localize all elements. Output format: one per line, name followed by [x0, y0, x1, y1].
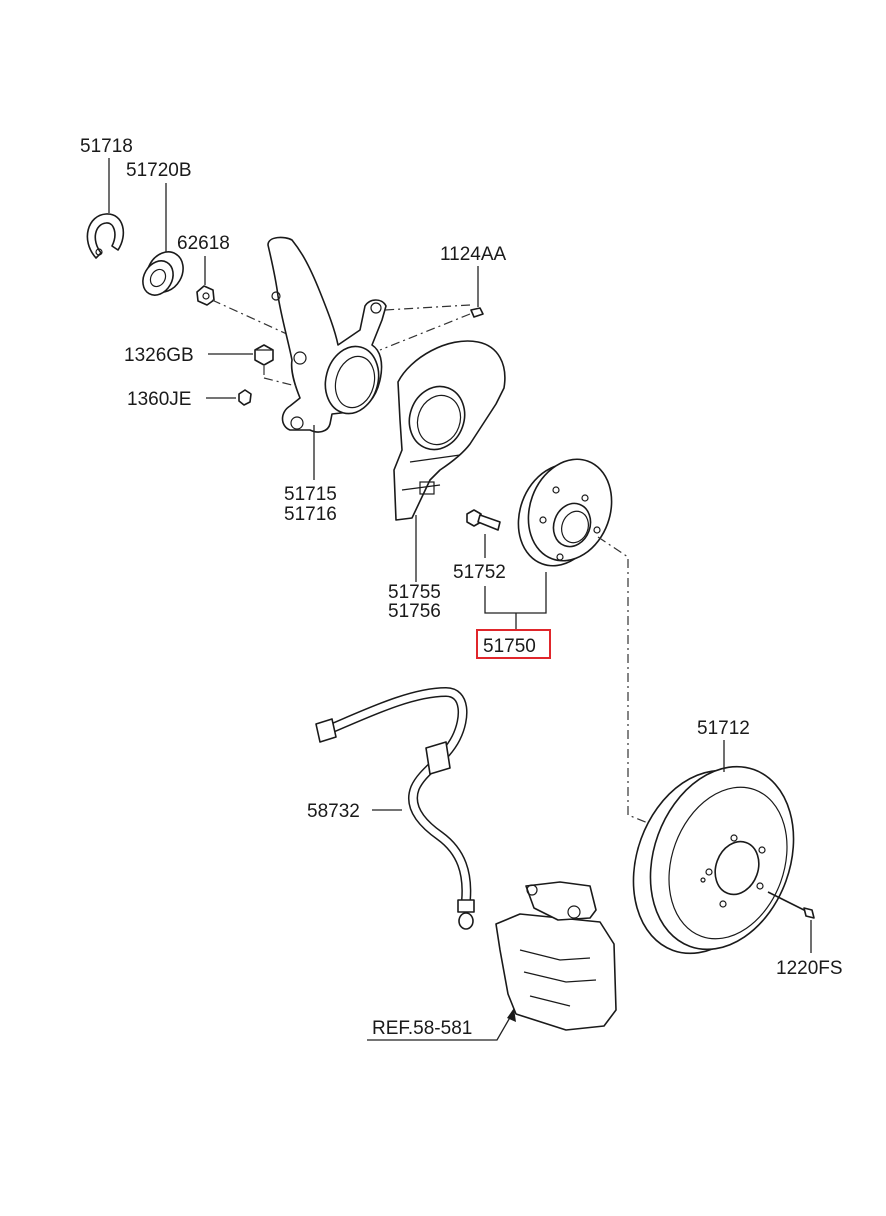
label-1124aa: 1124AA: [440, 244, 507, 265]
label-1220fs: 1220FS: [776, 958, 843, 979]
label-51750: 51750: [483, 636, 536, 657]
dust-cover-51755[interactable]: [393, 340, 506, 521]
brake-caliper[interactable]: [495, 881, 617, 1031]
nut-62618[interactable]: [196, 285, 215, 306]
steering-knuckle-51715[interactable]: [267, 236, 387, 433]
label-51712: 51712: [697, 718, 750, 739]
label-51752: 51752: [453, 562, 506, 583]
label-51716: 51716: [284, 504, 337, 525]
bolt-1124aa[interactable]: [470, 307, 484, 318]
label-51755: 51755: [388, 582, 441, 603]
label-51715: 51715: [284, 484, 337, 505]
label-51756: 51756: [388, 601, 441, 622]
screw-1220fs[interactable]: [767, 891, 815, 919]
brake-hose-58732[interactable]: [315, 686, 475, 930]
brake-disc-51712[interactable]: [609, 746, 818, 973]
bolt-1326gb[interactable]: [254, 344, 274, 366]
label-58732: 58732: [307, 801, 360, 822]
label-62618: 62618: [177, 233, 230, 254]
bearing-51720b[interactable]: [137, 245, 190, 300]
wheel-hub-51750[interactable]: [505, 447, 626, 577]
label-51718: 51718: [80, 136, 133, 157]
hub-bolt-51752[interactable]: [466, 509, 501, 531]
nut-1360je[interactable]: [238, 389, 252, 406]
label-1326gb: 1326GB: [124, 345, 194, 366]
highlight-box-51750: [476, 629, 551, 659]
label-1360je: 1360JE: [127, 389, 191, 410]
snap-ring-51718[interactable]: [86, 213, 125, 259]
label-51720b: 51720B: [126, 160, 192, 181]
label-ref-58-581[interactable]: REF.58-581: [372, 1018, 472, 1039]
